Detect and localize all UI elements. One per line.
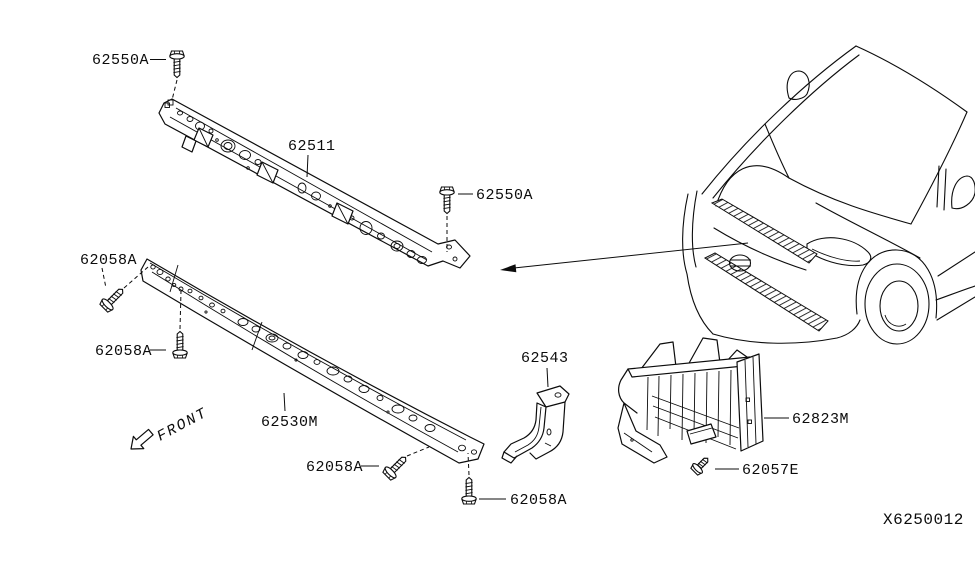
part-62543-bracket-drawing — [501, 385, 570, 464]
car-brand-badge — [728, 254, 752, 272]
bolt-icon-62550a-top — [169, 50, 185, 79]
car-door-edge — [936, 165, 947, 211]
callout-62550a-right: 62550A — [476, 187, 533, 204]
car-brand-badge-bar — [730, 259, 751, 267]
car-lower-support-highlight — [703, 252, 829, 332]
car-roof-line — [855, 45, 968, 113]
bolt-hole — [178, 286, 184, 292]
car-windshield-right-edge — [910, 111, 968, 225]
callout-62550a-top-left: 62550A — [92, 52, 149, 69]
car-body-crease — [937, 251, 975, 277]
car-bumper-bottom — [712, 319, 861, 344]
car-bumper-corner-outer — [682, 193, 689, 275]
dashed-line — [101, 267, 107, 289]
callout-62823m: 62823M — [792, 411, 849, 428]
part-62530m-lower-support-drawing — [140, 258, 485, 464]
car-grille-line — [713, 227, 807, 271]
callout-62543: 62543 — [521, 350, 569, 367]
car-a-pillar-outer — [701, 45, 857, 195]
car-windshield-left-edge — [764, 123, 790, 179]
car-illustration — [682, 45, 975, 345]
part-62511-upper-support-drawing — [158, 98, 471, 269]
callout-62057e: 62057E — [742, 462, 799, 479]
dashed-line — [171, 79, 178, 101]
callout-62058a-bottom-center: 62058A — [510, 492, 567, 509]
leader-line — [546, 367, 549, 388]
car-rocker-line — [936, 296, 975, 321]
car-right-mirror — [951, 175, 975, 210]
bolt-icon-62058a-left-lower — [172, 330, 188, 359]
pointer-arrow-shaft — [513, 242, 749, 269]
car-front-tire — [864, 263, 930, 345]
car-headlight-inner — [811, 248, 861, 262]
callout-62511: 62511 — [288, 138, 336, 155]
dashed-line — [123, 266, 149, 289]
callout-62530m: 62530M — [261, 414, 318, 431]
bolt-icon-62058a-left-upper — [98, 283, 129, 314]
car-a-pillar-inner — [712, 54, 860, 199]
bolt-icon-62058a-bottom-left — [381, 451, 412, 482]
car-wheel-arch — [855, 249, 938, 319]
car-hood-edge — [715, 165, 790, 207]
car-front-rim — [879, 280, 919, 332]
car-upper-support-highlight — [710, 198, 818, 264]
leader-line — [283, 392, 286, 412]
drawing-code: X6250012 — [883, 511, 964, 529]
car-windshield-bottom — [788, 177, 912, 225]
bolt-icon-62550a-right — [439, 186, 455, 215]
dashed-line — [179, 290, 182, 330]
callout-62058a-bottom-left: 62058A — [306, 459, 363, 476]
pointer-arrow — [500, 242, 749, 273]
car-rim-detail — [884, 314, 907, 327]
bolt-hole — [167, 99, 174, 106]
front-direction-indicator: FRONT — [130, 405, 211, 450]
screw-icon-62057e — [689, 453, 713, 477]
dashed-line — [467, 452, 470, 476]
pointer-arrow-head — [500, 264, 517, 273]
front-label: FRONT — [154, 405, 211, 446]
part-62823m-cover-drawing — [617, 337, 764, 464]
car-sill-line — [935, 285, 975, 301]
car-bumper-corner-inner — [691, 190, 698, 268]
car-left-mirror — [786, 70, 810, 100]
bolt-icon-62058a-bottom-center — [461, 476, 477, 505]
callout-62058a-left-upper: 62058A — [80, 252, 137, 269]
leader-line — [306, 154, 309, 178]
dashed-line — [406, 446, 430, 457]
callout-62058a-left-lower: 62058A — [95, 343, 152, 360]
front-arrow-icon — [130, 428, 154, 450]
car-bumper-lower-left — [686, 273, 714, 335]
